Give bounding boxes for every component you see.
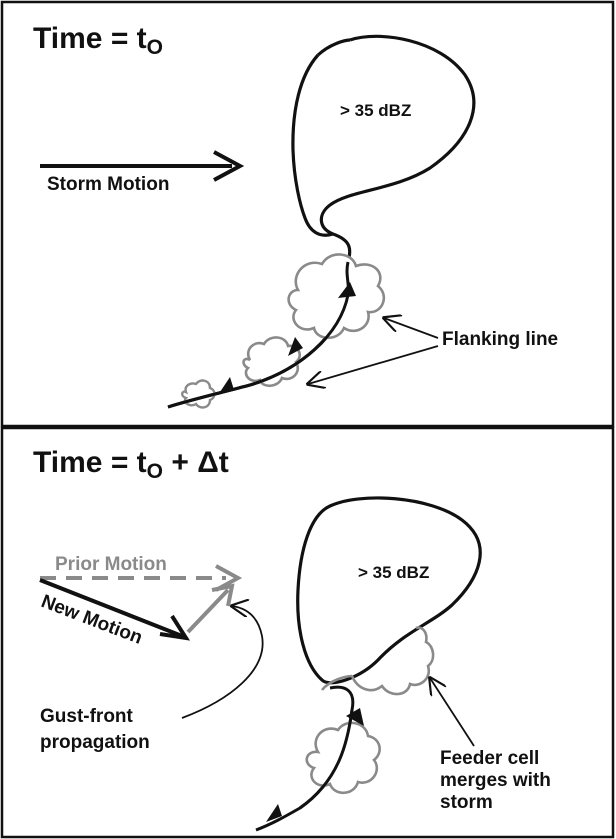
feeder-cell-new — [305, 721, 381, 795]
front-triangle-top-3 — [218, 377, 234, 395]
front-triangle-bottom-2 — [266, 804, 282, 822]
front-triangle-bottom-1 — [346, 708, 364, 726]
prior-motion-label: Prior Motion — [55, 554, 167, 575]
gust-front-label-2: propagation — [40, 732, 150, 753]
propagation-pointer — [181, 606, 264, 719]
propagation-vector — [186, 588, 230, 634]
flanking-line-label: Flanking line — [442, 329, 558, 350]
flanking-cell-medium — [242, 336, 301, 388]
flanking-cell-small — [181, 379, 216, 409]
echo-contour-top — [167, 34, 476, 409]
panel-bottom-title: Time = tO + Δt — [33, 446, 229, 483]
echo-label-top: > 35 dBZ — [340, 101, 411, 120]
echo-label-bottom: > 35 dBZ — [358, 563, 429, 582]
new-motion-arrow — [39, 578, 183, 638]
echo-contour-bottom — [296, 496, 482, 685]
feeder-label-1: Feeder cell — [440, 748, 539, 769]
storm-motion-label: Storm Motion — [47, 174, 169, 195]
storm-motion-arrowhead — [213, 150, 245, 182]
panel-top-frame — [0, 0, 615, 428]
gust-front-top — [167, 261, 350, 409]
feeder-label-2: merges with — [440, 770, 551, 791]
flanking-cell-large — [287, 253, 386, 340]
flanking-pointer-lower — [308, 345, 439, 384]
feeder-cell-merging — [350, 626, 435, 696]
new-motion-arrowhead — [159, 614, 191, 641]
front-triangle-top-2 — [288, 337, 303, 356]
front-triangle-top-1 — [338, 282, 356, 298]
panel-bottom: Time = tO + Δt > 35 dBZ Prior Motion New… — [0, 426, 615, 839]
feeder-pointer — [430, 678, 475, 747]
feeder-label-3: storm — [440, 792, 493, 813]
panel-top: Time = tO > 35 dBZ Storm Motion Flanking… — [0, 0, 615, 428]
gust-front-label-1: Gust-front — [40, 706, 134, 727]
panel-bottom-frame — [0, 426, 615, 839]
panel-top-title: Time = tO — [33, 22, 163, 59]
echo-contour-top-main — [316, 38, 351, 57]
flanking-pointer-upper — [384, 318, 439, 339]
